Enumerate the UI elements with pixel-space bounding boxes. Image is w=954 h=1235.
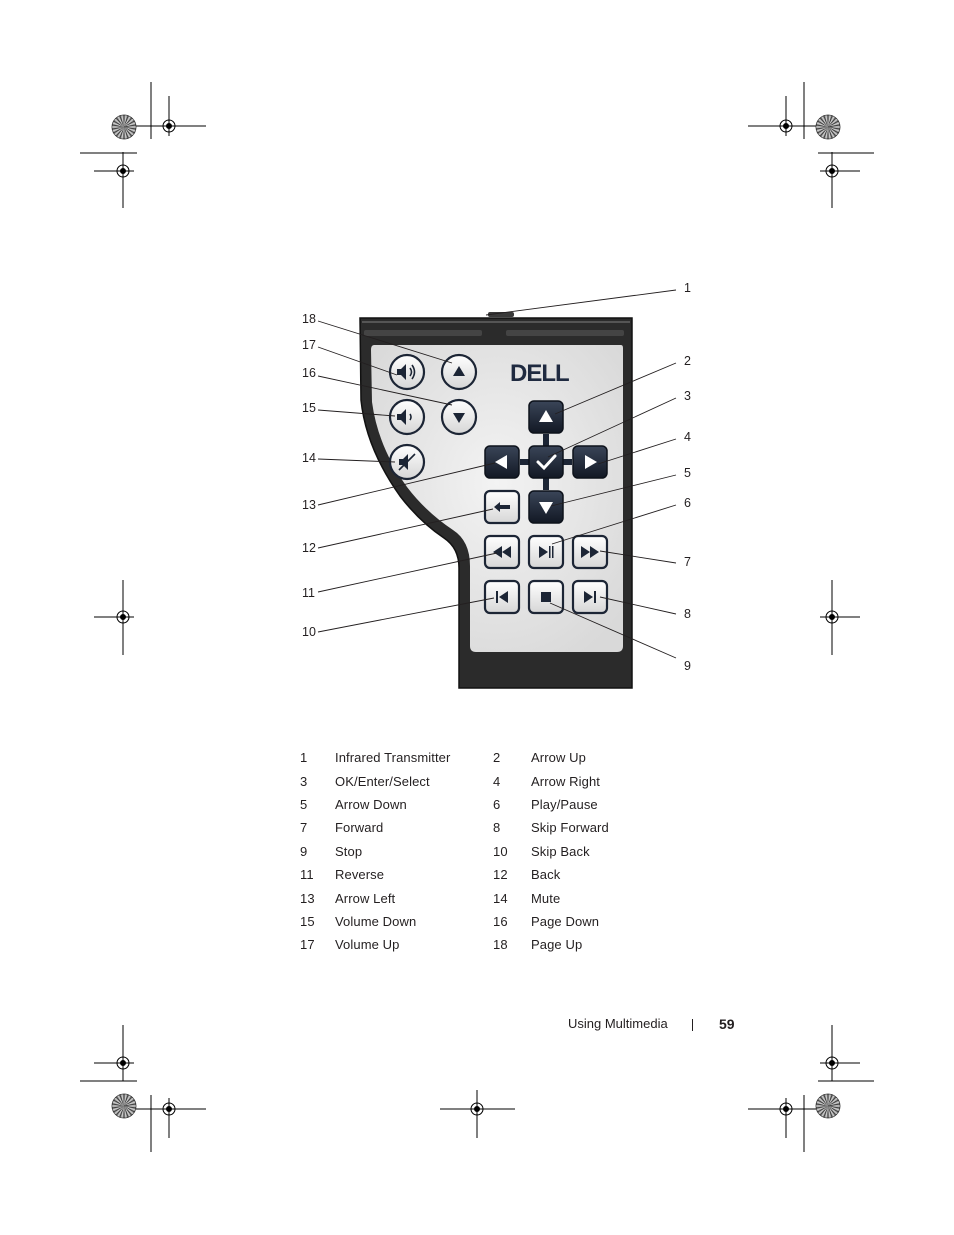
starburst-mark xyxy=(815,114,841,140)
legend-number: 10 xyxy=(493,843,508,859)
legend-row: 11 Reverse 12 Back xyxy=(300,863,661,886)
legend-number: 1 xyxy=(300,750,308,766)
legend-number: 11 xyxy=(300,867,314,883)
callout-number: 17 xyxy=(302,338,316,352)
callout-leaders xyxy=(317,289,677,659)
volume-down-button xyxy=(388,398,426,436)
starburst-marks xyxy=(111,114,841,1119)
callout-number: 4 xyxy=(684,430,691,444)
legend-label: Volume Down xyxy=(335,913,417,929)
legend-label: Arrow Up xyxy=(531,750,586,766)
legend-number: 16 xyxy=(493,913,508,929)
legend-row: 1 Infrared Transmitter 2 Arrow Up xyxy=(300,746,661,769)
ok-button xyxy=(528,445,564,479)
legend-label: Forward xyxy=(335,820,384,836)
legend-number: 4 xyxy=(493,773,501,789)
legend-label: Infrared Transmitter xyxy=(335,750,451,766)
legend-number: 14 xyxy=(493,890,508,906)
page-number: 59 xyxy=(719,1016,735,1032)
callout-number: 18 xyxy=(302,312,316,326)
legend-label: Skip Forward xyxy=(531,820,609,836)
legend-number: 3 xyxy=(300,773,308,789)
page-down-button xyxy=(440,398,478,436)
callout-number: 14 xyxy=(302,451,316,465)
legend-number: 12 xyxy=(493,867,508,883)
legend-label: Back xyxy=(531,867,561,883)
legend-row: 3 OK/Enter/Select 4 Arrow Right xyxy=(300,769,661,792)
volume-up-button xyxy=(388,353,426,391)
legend-label: Arrow Left xyxy=(335,890,396,906)
mute-button xyxy=(388,443,426,481)
legend-label: Mute xyxy=(531,890,561,906)
legend-number: 17 xyxy=(300,937,315,953)
callout-number: 11 xyxy=(302,586,315,600)
callout-number: 7 xyxy=(684,555,691,569)
starburst-mark xyxy=(815,1093,841,1119)
callout-number: 1 xyxy=(684,281,691,295)
legend-label: Skip Back xyxy=(531,843,590,859)
arrow-right-button xyxy=(572,445,608,479)
registration-marks xyxy=(80,82,874,1152)
legend-number: 7 xyxy=(300,820,308,836)
legend-number: 15 xyxy=(300,913,315,929)
legend-number: 13 xyxy=(300,890,315,906)
skip-forward-button xyxy=(571,579,609,615)
legend-row: 5 Arrow Down 6 Play/Pause xyxy=(300,793,661,816)
legend-row: 17 Volume Up 18 Page Up xyxy=(300,933,661,956)
play-pause-button xyxy=(527,534,565,570)
callout-number: 6 xyxy=(684,496,691,510)
legend-label: Reverse xyxy=(335,867,385,883)
arrow-left-button xyxy=(484,445,520,479)
legend-number: 5 xyxy=(300,796,308,812)
page-up-button xyxy=(440,353,478,391)
callout-number: 9 xyxy=(684,659,691,673)
footer-divider xyxy=(692,1019,693,1031)
callout-number: 8 xyxy=(684,607,691,621)
stop-button xyxy=(527,579,565,615)
callout-number: 12 xyxy=(302,541,316,555)
callout-number: 5 xyxy=(684,466,691,480)
starburst-mark xyxy=(111,114,137,140)
callout-number: 10 xyxy=(302,625,316,639)
legend-number: 6 xyxy=(493,796,501,812)
callout-number: 3 xyxy=(684,389,691,403)
callout-number: 16 xyxy=(302,366,316,380)
callout-number: 2 xyxy=(684,354,691,368)
legend-row: 9 Stop 10 Skip Back xyxy=(300,840,661,863)
legend-label: Page Down xyxy=(531,913,600,929)
back-button xyxy=(483,489,521,525)
callout-number: 13 xyxy=(302,498,316,512)
dell-logo: DELL xyxy=(510,360,569,387)
legend-number: 9 xyxy=(300,843,308,859)
callout-number: 15 xyxy=(302,401,316,415)
legend-number: 18 xyxy=(493,937,508,953)
legend-label: Volume Up xyxy=(335,937,400,953)
forward-button xyxy=(571,534,609,570)
legend-table: 1 Infrared Transmitter 2 Arrow Up 3 OK/Enter/… xyxy=(300,746,661,957)
legend-row: 7 Forward 8 Skip Forward xyxy=(300,816,661,839)
section-title: Using Multimedia xyxy=(568,1016,668,1031)
arrow-down-button xyxy=(528,490,564,524)
legend-label: Stop xyxy=(335,843,363,859)
remote-control-illustration: DELL xyxy=(359,312,633,689)
legend-label: OK/Enter/Select xyxy=(335,773,430,789)
legend-label: Arrow Down xyxy=(335,796,407,812)
legend-label: Page Up xyxy=(531,937,583,953)
starburst-mark xyxy=(111,1093,137,1119)
skip-back-button xyxy=(483,579,521,615)
legend-row: 13 Arrow Left 14 Mute xyxy=(300,886,661,909)
arrow-up-button xyxy=(528,400,564,434)
legend-number: 8 xyxy=(493,820,501,836)
reverse-button xyxy=(483,534,521,570)
legend-label: Play/Pause xyxy=(531,796,598,812)
legend-number: 2 xyxy=(493,750,501,766)
legend-label: Arrow Right xyxy=(531,773,601,789)
legend-row: 15 Volume Down 16 Page Down xyxy=(300,910,661,933)
